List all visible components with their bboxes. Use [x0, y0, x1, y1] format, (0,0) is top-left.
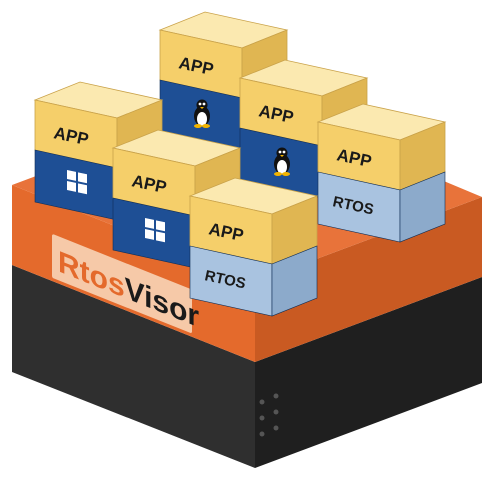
os-block-right [399, 171, 446, 243]
vent-holes [259, 393, 279, 437]
windows-icon-pane [67, 181, 76, 192]
tux-head [196, 99, 208, 111]
windows-icon-pane [78, 172, 87, 184]
os-block-right [271, 245, 318, 317]
tux-foot-right [282, 172, 290, 176]
tux-beak [280, 155, 284, 157]
tux-belly [277, 160, 287, 174]
tux-eye-left [198, 102, 202, 106]
hypervisor-right-face [255, 197, 482, 362]
tux-head [276, 147, 288, 159]
windows-icon-pane [145, 229, 154, 240]
hardware-base [12, 265, 482, 468]
windows-icon-pane [156, 231, 165, 243]
tux-foot-left [274, 172, 282, 176]
tux-foot-right [202, 124, 210, 128]
tux-foot-left [194, 124, 202, 128]
tux-beak [200, 107, 204, 109]
tux-belly [197, 112, 207, 126]
windows-icon [145, 218, 165, 243]
windows-icon-pane [156, 220, 165, 232]
windows-icon [67, 170, 87, 195]
windows-icon-pane [67, 170, 76, 181]
hardware-front-face [12, 265, 255, 468]
linux-tux-icon [274, 147, 290, 176]
windows-icon-pane [145, 218, 154, 229]
linux-tux-icon [194, 99, 210, 128]
tux-eye-right [202, 102, 206, 106]
tux-eye-left [278, 150, 282, 154]
hardware-right-face [255, 277, 482, 468]
logo-background [52, 234, 192, 333]
windows-icon-pane [78, 183, 87, 195]
tux-eye-right [282, 150, 286, 154]
